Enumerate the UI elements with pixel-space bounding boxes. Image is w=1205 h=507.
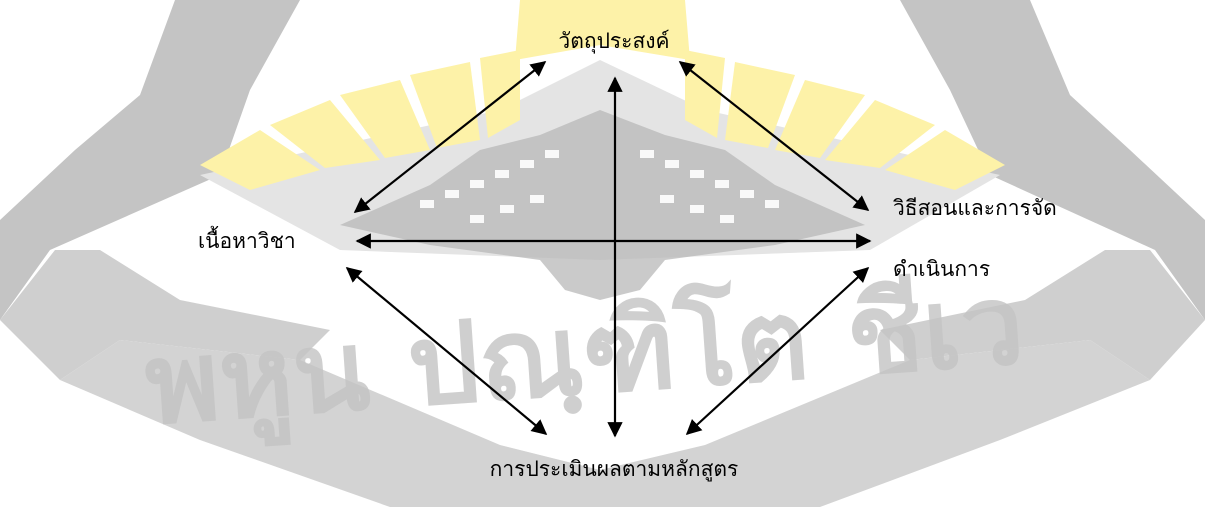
node-evaluation: การประเมินผลตามหลักสูตร xyxy=(490,457,739,482)
node-teaching-line1: วิธีสอนและการจัด xyxy=(893,196,1057,220)
node-teaching-line2: ดำเนินการ xyxy=(893,257,990,281)
node-objectives: วัตถุประสงค์ xyxy=(558,29,669,54)
node-content: เนื้อหาวิชา xyxy=(198,226,296,253)
